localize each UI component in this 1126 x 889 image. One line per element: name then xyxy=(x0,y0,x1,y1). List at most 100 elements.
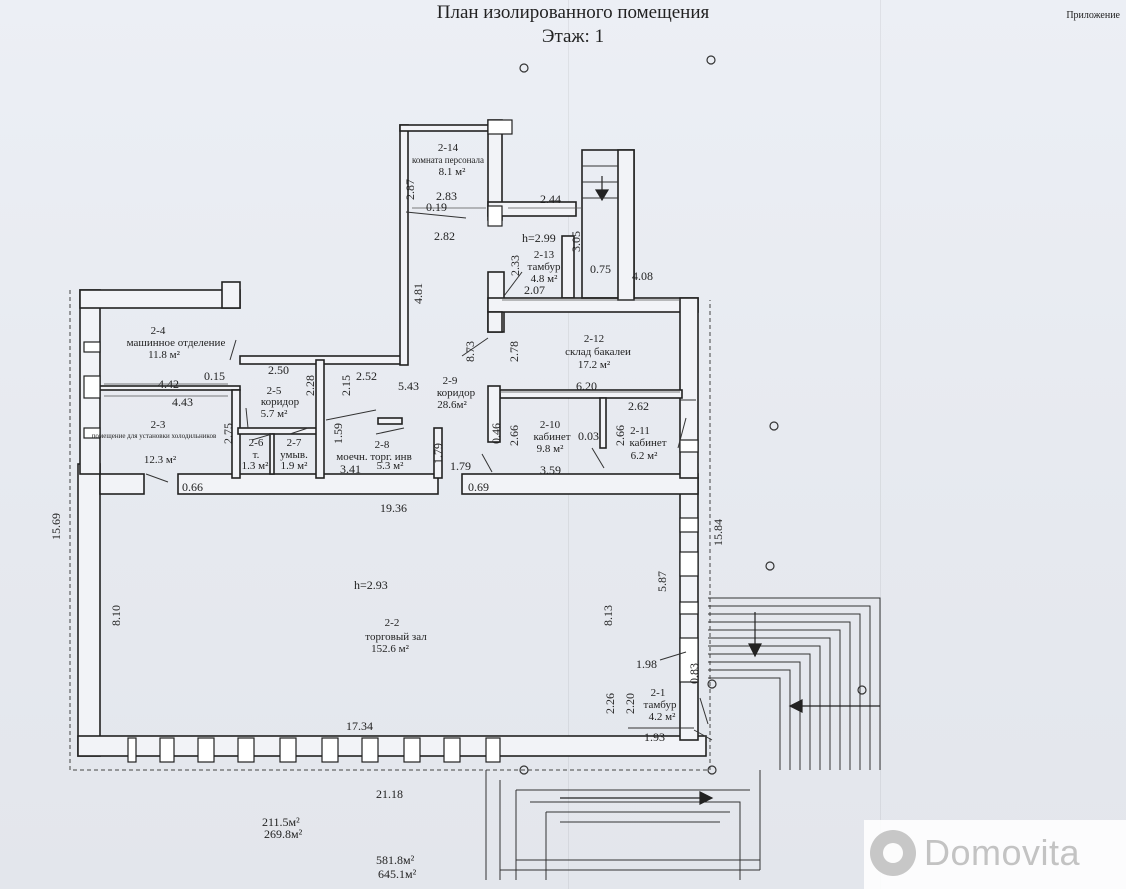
dim-label: 2.83 xyxy=(436,189,457,203)
room-name-2-13: тамбур xyxy=(528,261,561,273)
dim-label: 4.42 xyxy=(158,377,179,391)
door-swings xyxy=(145,211,713,741)
dim-label: 1.93 xyxy=(644,730,665,744)
room-id-2-11: 2-11 xyxy=(630,425,650,437)
south-wall xyxy=(77,735,707,757)
room-id-2-9: 2-9 xyxy=(443,375,458,387)
staff-room-north-wall xyxy=(399,124,493,132)
room-id-2-12: 2-12 xyxy=(584,333,604,345)
hall-north-wall-mid xyxy=(177,473,439,495)
dim-label: 2.44 xyxy=(540,192,561,206)
survey-markers xyxy=(519,55,867,775)
dim-label: 5.87 xyxy=(655,571,669,592)
total-area: 581.8м² xyxy=(376,853,415,867)
room-name-2-11: кабинет xyxy=(629,437,666,449)
plan-title: План изолированного помещения xyxy=(436,2,710,23)
dim-label: 2.75 xyxy=(221,423,235,444)
dim-label: 2.62 xyxy=(628,399,649,413)
room-id-2-10: 2-10 xyxy=(540,419,561,431)
total-area: 269.8м² xyxy=(264,827,303,841)
room-area-2-7: 1.9 м² xyxy=(281,460,308,472)
dim-label: 2.87 xyxy=(403,179,417,200)
dim-label: 4.81 xyxy=(411,283,425,304)
dim-label: 6.20 xyxy=(576,379,597,393)
dim-label: 1.59 xyxy=(331,423,345,444)
room-area-2-13: 4.8 м² xyxy=(531,273,558,285)
cabinet-partition xyxy=(599,397,607,449)
dim-label: 1.79 xyxy=(431,443,445,464)
room-name-2-6: т. xyxy=(253,449,260,461)
dim-label: 5.43 xyxy=(398,379,419,393)
dimension-labels: 2.87 2.83 0.19 2.82 2.44 3.05 2.33 0.75 … xyxy=(49,179,725,801)
dim-label: 8.13 xyxy=(601,605,615,626)
height-label: h=2.93 xyxy=(354,578,388,592)
dim-label: 3.59 xyxy=(540,463,561,477)
room-name-2-4: машинное отделение xyxy=(127,337,226,349)
room-id-2-14: 2-14 xyxy=(438,142,459,154)
west-windows xyxy=(83,341,101,439)
dim-label: 8.10 xyxy=(109,605,123,626)
washroom-east-wall xyxy=(315,359,325,479)
west-wall xyxy=(77,463,101,757)
watermark-panel: Domovita xyxy=(864,820,1126,889)
room-area-2-8: 5.3 м² xyxy=(377,460,404,472)
dim-label: 2.33 xyxy=(508,255,522,276)
room-name-2-1: тамбур xyxy=(644,699,677,711)
room-id-2-7: 2-7 xyxy=(287,437,302,449)
dim-label: 2.15 xyxy=(339,375,353,396)
dim-label: 17.34 xyxy=(346,719,373,733)
corridor-west-jamb xyxy=(433,427,443,479)
dim-label: 2.26 xyxy=(603,693,617,714)
total-area: 211.5м² xyxy=(262,815,300,829)
south-windows xyxy=(127,737,501,763)
room-labels: 2-14 комната персонала 8.1 м² 2-13 тамбу… xyxy=(92,142,677,723)
paper-fold-line xyxy=(880,0,881,889)
dim-label: 2.20 xyxy=(623,693,637,714)
dim-label: 4.08 xyxy=(632,269,653,283)
dim-label: 2.66 xyxy=(507,425,521,446)
room-name-2-5: коридор xyxy=(261,396,300,408)
room-name-2-12: склад бакалеи xyxy=(565,346,631,358)
hall-north-wall-left xyxy=(99,473,145,495)
room-id-2-8: 2-8 xyxy=(375,439,390,451)
dim-label: 0.15 xyxy=(204,369,225,383)
storage-west-jamb xyxy=(487,311,503,333)
room-area-2-3: 12.3 м² xyxy=(144,454,177,466)
room-id-2-4: 2-4 xyxy=(151,325,166,337)
room-name-2-7: умыв. xyxy=(280,449,308,461)
room-area-2-11: 6.2 м² xyxy=(631,450,658,462)
vestibule-column xyxy=(487,205,503,227)
dim-label: 2.28 xyxy=(303,375,317,396)
room-area-2-12: 17.2 м² xyxy=(578,359,611,371)
dim-label: 3.05 xyxy=(569,231,583,252)
dim-label: 2.78 xyxy=(507,341,521,362)
dim-label: 2.52 xyxy=(356,369,377,383)
storage-east-wall xyxy=(679,297,699,479)
room-area-2-6: 1.3 м² xyxy=(242,460,269,472)
dim-label: 0.03 xyxy=(578,429,599,443)
room-area-2-2: 152.6 м² xyxy=(371,643,409,655)
dim-label: 2.07 xyxy=(524,283,545,297)
room-id-2-6: 2-6 xyxy=(249,437,264,449)
floor-label: Этаж: 1 xyxy=(541,26,605,47)
dim-label: 0.69 xyxy=(468,480,489,494)
exterior-steps xyxy=(485,597,881,880)
wc-partition xyxy=(269,433,275,475)
dim-label: 19.36 xyxy=(380,501,407,515)
dim-label: 2.50 xyxy=(268,363,289,377)
room-id-2-1: 2-1 xyxy=(651,687,666,699)
room-id-2-2: 2-2 xyxy=(385,617,400,629)
hall-north-wall-right xyxy=(461,473,699,495)
domovita-logo-icon xyxy=(870,830,916,876)
room-id-2-3: 2-3 xyxy=(151,419,166,431)
stair-steps xyxy=(582,165,618,199)
room-area-2-5: 5.7 м² xyxy=(261,408,288,420)
room-name-2-8: моечн. торг. инв xyxy=(336,451,412,463)
dimension-lines xyxy=(104,207,680,397)
step-arrows xyxy=(560,176,880,805)
left-block-corner xyxy=(221,281,241,309)
dim-label: 0.19 xyxy=(426,200,447,214)
room-name-2-14: комната персонала xyxy=(412,155,484,165)
